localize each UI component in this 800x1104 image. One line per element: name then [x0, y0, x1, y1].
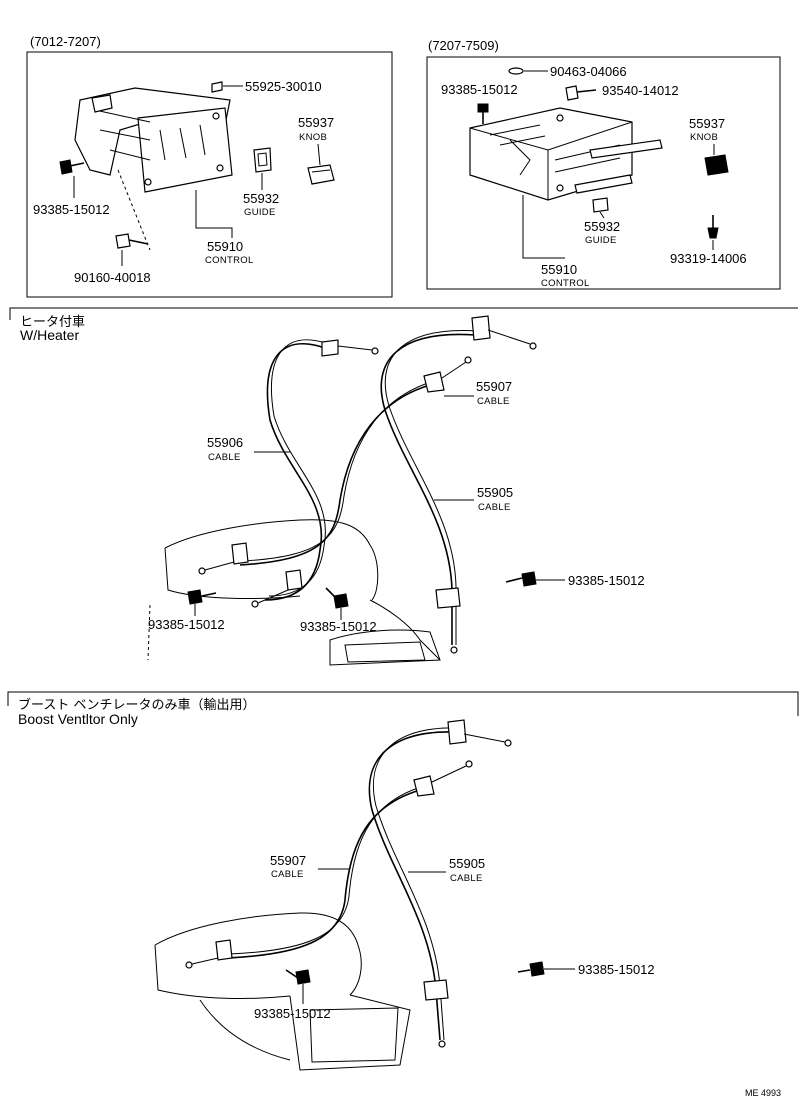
bolt-icon-heater-2 [187, 589, 217, 605]
control-assembly-right [469, 107, 663, 201]
bolt-icon-heater-3 [325, 587, 349, 609]
part-55905-boost-desc: CABLE [450, 873, 483, 884]
part-93385-15012-left: 93385-15012 [33, 202, 110, 217]
boost-title-en: Boost Ventltor Only [18, 711, 138, 727]
part-55906-heater: 55906 [207, 435, 243, 450]
part-55932-left-desc: GUIDE [244, 207, 276, 218]
part-55910-left-desc: CONTROL [205, 255, 254, 266]
bolt-icon-boost-1 [517, 961, 545, 977]
part-55925-30010: 55925-30010 [245, 79, 322, 94]
knob-icon-right [704, 154, 729, 176]
heater-unit [147, 519, 441, 666]
part-55906-heater-desc: CABLE [208, 452, 241, 463]
diagram-code: ME 4993 [745, 1088, 781, 1098]
part-93385-15012-heater-2: 93385-15012 [148, 617, 225, 632]
part-55937-left-desc: KNOB [299, 132, 327, 143]
part-93385-15012-right: 93385-15012 [441, 82, 518, 97]
bolt-icon-left-2 [115, 233, 149, 249]
heater-title-jp: ヒータ付車 [20, 315, 85, 330]
panel-frame-left [26, 51, 393, 298]
part-55907-heater: 55907 [476, 379, 512, 394]
panel-7012-7207: (7012-7207) 55925-30010 55937 KNOB 55932 [26, 34, 393, 298]
part-90463-04066: 90463-04066 [550, 64, 627, 79]
part-93385-15012-boost-2: 93385-15012 [254, 1006, 331, 1021]
heater-title-en: W/Heater [20, 327, 79, 343]
knob-icon-left [307, 164, 335, 185]
part-55937-right: 55937 [689, 116, 725, 131]
part-55905-boost: 55905 [449, 856, 485, 871]
boost-cables [185, 719, 512, 1048]
boost-unit [154, 912, 411, 1071]
control-assembly-left [74, 87, 233, 251]
part-55932-right: 55932 [584, 219, 620, 234]
screw-icon-right [565, 85, 597, 101]
part-55910-right-desc: CONTROL [541, 278, 590, 289]
part-55932-left: 55932 [243, 191, 279, 206]
screw-icon-right-2 [707, 215, 719, 239]
guide-icon-right [592, 197, 609, 213]
part-93540-14012: 93540-14012 [602, 83, 679, 98]
part-55937-right-desc: KNOB [690, 132, 718, 143]
bolt-icon-right-1 [477, 103, 489, 124]
part-55905-heater: 55905 [477, 485, 513, 500]
bolt-icon-left-1 [59, 159, 85, 175]
part-55905-heater-desc: CABLE [478, 502, 511, 513]
bolt-icon-heater-1 [505, 571, 537, 587]
part-93385-15012-heater-1: 93385-15012 [568, 573, 645, 588]
part-55907-boost-desc: CABLE [271, 869, 304, 880]
range-label-right: (7207-7509) [428, 38, 499, 53]
part-55937-left: 55937 [298, 115, 334, 130]
part-90160-40018: 90160-40018 [74, 270, 151, 285]
clip-icon [211, 81, 223, 93]
guide-icon-left [253, 147, 272, 173]
bolt-icon-boost-2 [285, 969, 311, 985]
section-heater: ヒータ付車 W/Heater [9, 307, 798, 666]
part-55910-right: 55910 [541, 262, 577, 277]
section-boost: ブースト ベンチレータのみ車（輸出用） Boost Ventltor Only [7, 691, 799, 1071]
part-55907-boost: 55907 [270, 853, 306, 868]
boost-title-jp: ブースト ベンチレータのみ車（輸出用） [18, 697, 255, 713]
panel-7207-7509: (7207-7509) 90463-04066 93385-15012 9354… [426, 38, 781, 290]
part-93385-15012-boost-1: 93385-15012 [578, 962, 655, 977]
part-55910-left: 55910 [207, 239, 243, 254]
part-55907-heater-desc: CABLE [477, 396, 510, 407]
part-55932-right-desc: GUIDE [585, 235, 617, 246]
heater-cables [198, 315, 537, 654]
panel-frame-right [426, 56, 781, 290]
range-label-left: (7012-7207) [30, 34, 101, 49]
part-93319-14006: 93319-14006 [670, 251, 747, 266]
part-93385-15012-heater-3: 93385-15012 [300, 619, 377, 634]
washer-icon [508, 67, 524, 75]
